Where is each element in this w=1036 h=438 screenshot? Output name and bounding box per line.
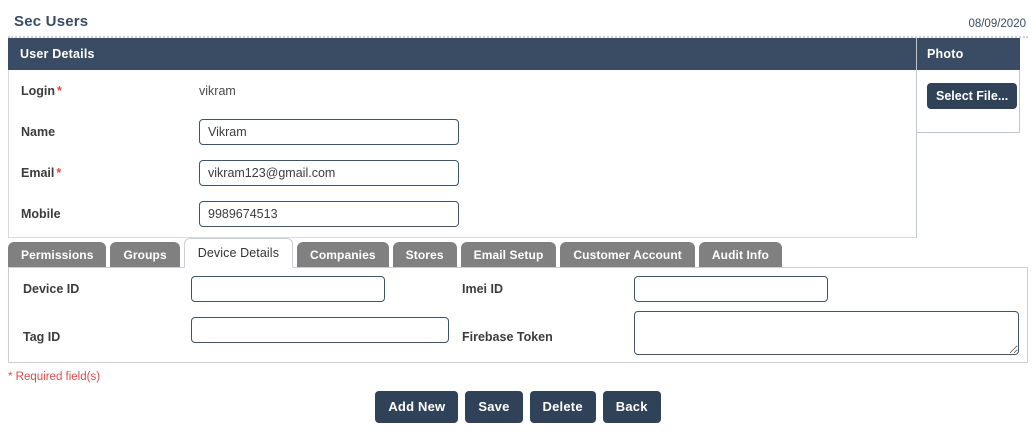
select-file-button[interactable]: Select File... <box>927 83 1018 109</box>
details-section: User Details Login* vikram Name Email* M… <box>8 36 1028 238</box>
required-fields-note: * Required field(s) <box>8 371 101 383</box>
required-asterisk: * <box>56 165 62 180</box>
mobile-label: Mobile <box>21 206 61 221</box>
field-row-mobile: Mobile <box>9 193 916 234</box>
login-label: Login* <box>21 83 62 98</box>
tab-customer-account[interactable]: Customer Account <box>560 242 695 268</box>
imei-id-label: Imei ID <box>462 282 503 296</box>
add-new-button[interactable]: Add New <box>375 391 459 423</box>
delete-button[interactable]: Delete <box>529 391 596 423</box>
current-date: 08/09/2020 <box>968 18 1026 30</box>
field-row-email: Email* <box>9 152 916 193</box>
name-label: Name <box>21 124 56 139</box>
page-header: Sec Users 08/09/2020 <box>0 0 1036 36</box>
device-details-panel: Device ID Imei ID Tag ID Firebase Token <box>8 267 1028 363</box>
tab-device-details[interactable]: Device Details <box>183 238 294 268</box>
field-row-name: Name <box>9 111 916 152</box>
tab-stores[interactable]: Stores <box>392 242 457 268</box>
email-label: Email* <box>21 165 62 180</box>
imei-id-input[interactable] <box>634 276 828 302</box>
device-id-label: Device ID <box>23 282 80 296</box>
user-details-body: Login* vikram Name Email* Mobile <box>8 70 916 238</box>
firebase-token-textarea[interactable] <box>634 311 1019 355</box>
photo-panel-spacer <box>917 133 1020 238</box>
device-id-input[interactable] <box>191 276 385 302</box>
photo-body: Select File... <box>917 70 1020 133</box>
tab-bar: Permissions Groups Device Details Compan… <box>8 238 1028 268</box>
tag-id-input[interactable] <box>191 317 449 343</box>
email-input[interactable] <box>199 159 459 186</box>
user-details-header: User Details <box>8 38 916 70</box>
photo-panel: Photo Select File... <box>916 38 1020 238</box>
tag-id-label: Tag ID <box>23 330 61 344</box>
tab-email-setup[interactable]: Email Setup <box>460 242 557 268</box>
name-input[interactable] <box>199 118 459 145</box>
user-details-panel: User Details Login* vikram Name Email* M… <box>8 38 916 238</box>
tab-companies[interactable]: Companies <box>297 242 389 268</box>
photo-header: Photo <box>917 38 1020 70</box>
save-button[interactable]: Save <box>465 391 523 423</box>
back-button[interactable]: Back <box>602 391 661 423</box>
page-title: Sec Users <box>14 13 89 30</box>
action-button-row: Add New Save Delete Back <box>0 391 1036 423</box>
tab-permissions[interactable]: Permissions <box>8 242 107 268</box>
tab-audit-info[interactable]: Audit Info <box>698 242 782 268</box>
login-value: vikram <box>199 83 236 98</box>
firebase-token-label: Firebase Token <box>462 330 553 344</box>
tab-groups[interactable]: Groups <box>110 242 180 268</box>
mobile-input[interactable] <box>199 200 459 227</box>
field-row-login: Login* vikram <box>9 70 916 111</box>
required-asterisk: * <box>57 83 62 98</box>
